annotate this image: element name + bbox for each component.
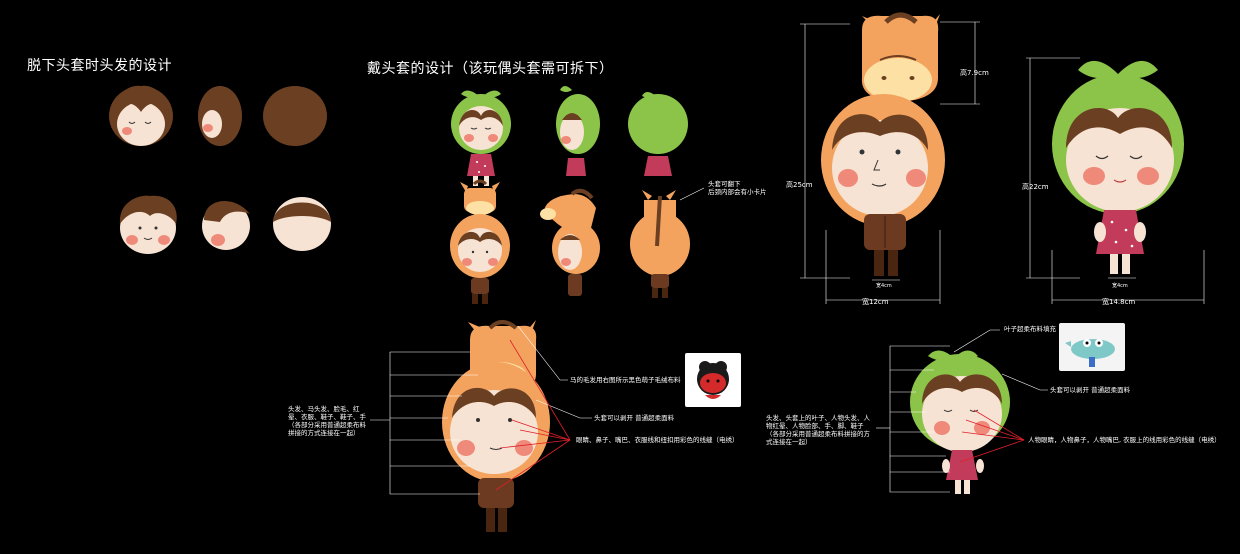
note-leaf-embroidery: 人物眼睛，人物鼻子，人物嘴巴, 衣服上的线用彩色的线缝（电绣） [1028,436,1221,444]
horse-hood-front [448,179,512,306]
note-horse-embroidery: 眼睛、鼻子、嘴巴、衣服线和纽扣用彩色的线缝（电绣） [576,436,739,444]
note-leaf-fill: 叶子超柔布料填充 [1004,325,1056,333]
horse-embroidery-lines [495,339,571,491]
note-horse-hood-cut: 头套可以剥开 普通超柔面料 [594,414,675,422]
note-hood-removable: 头套可翻下 后颈内部会有小卡片 [708,180,767,196]
horse-dimension-lines [800,21,980,304]
note-horse-mane: 马的毛发用右图所示黑色萌子毛绒布料 [570,376,681,384]
title-wearing: 戴头套的设计（该玩偶头套需可拆下） [367,61,614,77]
dim-horse-small-width: 宽4cm [876,283,892,289]
horse-hood-side [540,188,600,296]
dim-horse-hood-height: 高7.9cm [960,69,989,77]
note-leaf-hood-cut: 头套可以剥开 普通超柔面料 [1050,386,1131,394]
mane-fabric-photo [685,353,741,407]
horse-large [821,12,945,276]
hair-side-girl [198,86,242,146]
leaf-hood-back [628,92,688,176]
hair-back-boy [273,197,331,251]
title-removed: 脱下头套时头发的设计 [27,58,172,74]
leaf-hood-front [450,89,512,187]
horse-detail [442,320,550,532]
leaf-large [1052,60,1184,274]
dim-horse-height: 高25cm [786,181,813,189]
leaf-embroidery-lines [959,409,1025,463]
dim-horse-width: 宽12cm [862,298,889,306]
hair-front-girl [108,85,174,147]
leaf-hood-side [556,86,600,176]
horse-detail-leader-lines [370,325,592,495]
plush-toy-icon [1065,339,1115,367]
leaf-detail [910,350,1010,494]
hair-front-boy [119,195,178,255]
mane-fabric-icon [697,361,729,399]
note-horse-left-block: 头发、马头发、脸毛、红晕、衣服、鞋子、鞋子、手（各部分采用普通超柔布料拼接的方式… [288,405,366,437]
leaf-detail-leader-lines [876,329,1048,493]
dim-leaf-width: 宽14.8cm [1102,298,1136,306]
horse-hood-back [630,190,690,298]
dim-leaf-small-width: 宽4cm [1112,283,1128,289]
hair-back-girl [263,86,327,146]
leaf-dimension-lines [1026,57,1205,304]
leaf-fabric-photo [1059,323,1125,371]
dim-leaf-height: 高22cm [1022,183,1049,191]
hair-side-boy [202,201,250,250]
note-leaf-left-block: 头发、头套上的叶子、人物头发、人物红晕、人物脸部、手、脚、鞋子（各部分采用普通超… [766,414,870,446]
